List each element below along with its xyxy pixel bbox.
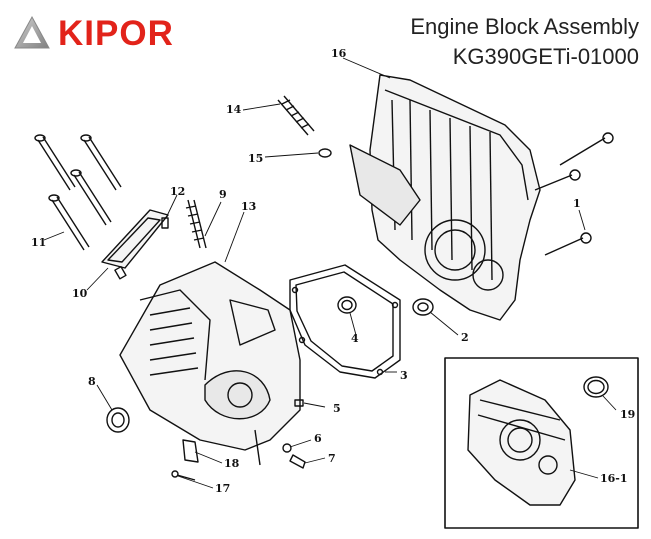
callout-6: 6 xyxy=(314,432,322,445)
brand-logo: KIPOR xyxy=(12,14,174,54)
callout-16-1: 16-1 xyxy=(600,472,628,485)
callout-numbers: 1 2 3 4 5 6 7 8 9 10 11 12 13 14 15 16 1… xyxy=(31,47,635,495)
dowel-pin-12 xyxy=(161,217,169,229)
callout-14: 14 xyxy=(226,103,242,116)
crankcase-cover-16 xyxy=(349,74,541,321)
callout-17: 17 xyxy=(215,482,230,495)
oil-seal-4 xyxy=(337,296,357,314)
engine-block-13 xyxy=(119,261,301,466)
oil-seal-8 xyxy=(106,407,130,433)
callout-16: 16 xyxy=(331,47,347,60)
spring-14 xyxy=(277,95,315,136)
gasket-3 xyxy=(289,264,401,379)
callout-5: 5 xyxy=(333,402,341,415)
title-block: Engine Block Assembly KG390GETi-01000 xyxy=(410,12,639,72)
callout-8: 8 xyxy=(88,375,96,388)
leader-lines xyxy=(43,57,617,489)
bolts-1 xyxy=(534,132,614,256)
inset-seal-19 xyxy=(583,376,609,398)
bolts-11 xyxy=(34,134,122,251)
page-title: Engine Block Assembly xyxy=(410,14,639,39)
callout-13: 13 xyxy=(241,200,256,213)
callout-9: 9 xyxy=(219,188,227,201)
callout-2: 2 xyxy=(461,331,469,344)
callout-10: 10 xyxy=(72,287,88,300)
brand-name: KIPOR xyxy=(58,14,174,53)
bearing-2 xyxy=(412,298,434,316)
callout-15: 15 xyxy=(248,152,263,165)
model-number: KG390GETi-01000 xyxy=(452,44,639,69)
callout-4: 4 xyxy=(351,332,359,345)
pin-15 xyxy=(318,148,332,158)
callout-12: 12 xyxy=(170,185,185,198)
breather-plate-10 xyxy=(101,209,169,269)
callout-3: 3 xyxy=(400,369,408,382)
callout-1: 1 xyxy=(573,197,581,210)
callout-19: 19 xyxy=(620,408,635,421)
small-parts xyxy=(171,399,306,481)
inset-frame xyxy=(444,357,639,529)
callout-18: 18 xyxy=(224,457,240,470)
stud-9 xyxy=(185,199,207,249)
callout-11: 11 xyxy=(31,236,46,249)
inset-cover-16-1 xyxy=(467,379,576,506)
kipor-logo-icon xyxy=(14,15,50,49)
callout-7: 7 xyxy=(328,452,336,465)
